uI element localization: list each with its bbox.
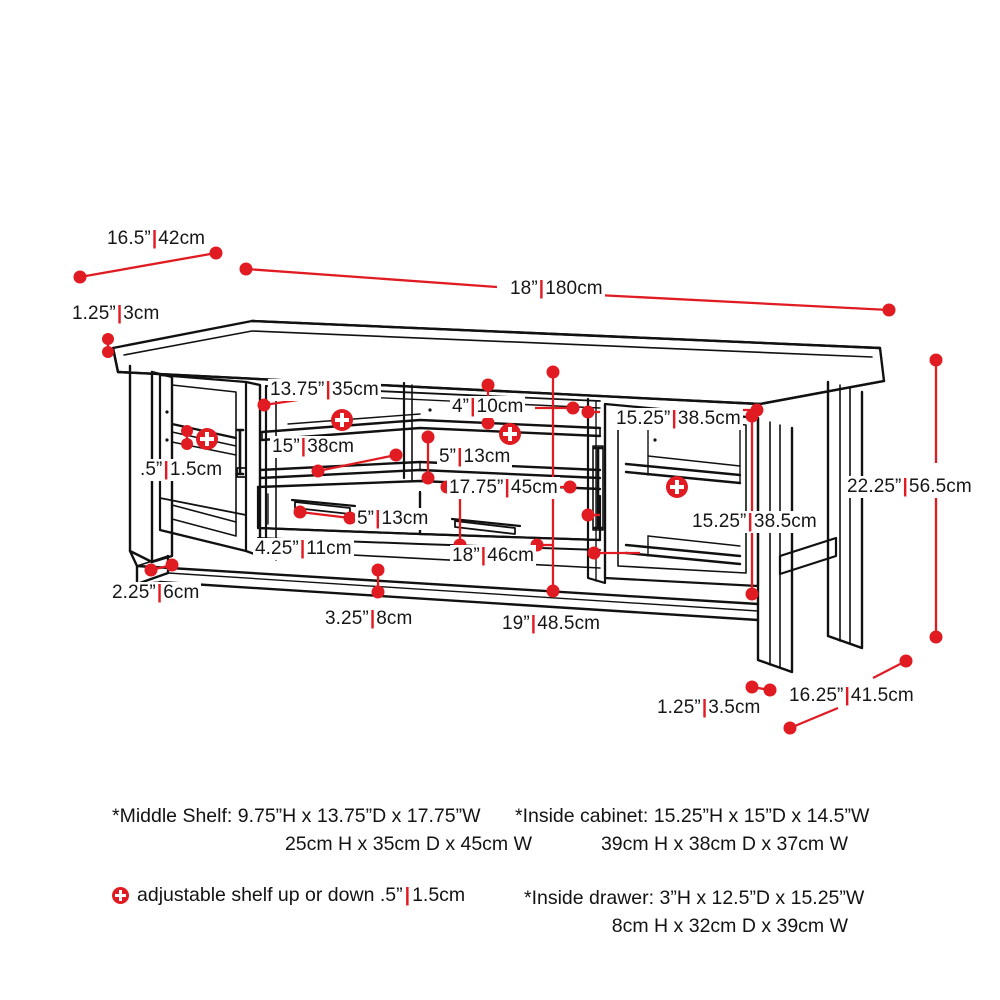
dim-label-foot-thickness: 1.25”|3.5cm — [655, 697, 763, 719]
plus-circle-icon — [112, 887, 129, 904]
footnote-inside-drawer-line1: *Inside drawer: 3”H x 12.5”D x 15.25”W — [524, 887, 865, 909]
dim-label-overall-height: 22.25”|56.5cm — [845, 476, 974, 498]
dim-label-right-cabinet-upper: 15.25”|38.5cm — [614, 408, 743, 430]
plus-circle-icon — [666, 476, 688, 498]
legend-text-before: adjustable shelf up or down .5” — [137, 884, 403, 906]
dim-label-kick-height: 4.25”|11cm — [253, 538, 354, 560]
dim-label-shelf-height-left: 5”|13cm — [437, 446, 513, 468]
leader-depth-br-a — [789, 706, 839, 730]
dim-label-overall-width: 18”|180cm — [508, 278, 605, 300]
dim-label-depth-bottom-right: 16.25”|41.5cm — [787, 685, 916, 707]
footnote-inside-cabinet-line2: 39cm H x 38cm D x 37cm W — [600, 833, 848, 855]
legend-separator: | — [404, 884, 411, 906]
legend-text-after: 1.5cm — [412, 884, 466, 906]
legend-adjustable-shelf: adjustable shelf up or down .5”|1.5cm — [112, 884, 465, 907]
footnote-middle-shelf-line2: 25cm H x 35cm D x 45cm W — [284, 833, 532, 855]
dimension-endpoints — [73, 246, 943, 735]
dim-label-leg-height: 2.25”|6cm — [110, 582, 202, 604]
leader-pull-left — [299, 510, 351, 520]
dim-label-shelf-adjust: .5”|1.5cm — [138, 459, 225, 481]
plus-circle-icon — [196, 428, 218, 450]
leader-depth-top-left — [79, 251, 217, 279]
dim-label-right-cabinet-lower: 15.25”|38.5cm — [690, 511, 819, 533]
dim-label-center-shelf-gap: 4”|10cm — [450, 396, 526, 418]
footnote-inside-drawer-line2: 8cm H x 32cm D x 39cm W — [611, 915, 848, 937]
dim-label-mid-shelf-width: 15”|38cm — [270, 436, 357, 458]
plus-circle-icon — [331, 409, 353, 431]
dim-label-drawer-width: 18”|46cm — [450, 545, 537, 567]
dim-label-depth-top-left: 16.5”|42cm — [105, 228, 208, 250]
dim-label-mid-shelf-depth: 17.75”|45cm — [447, 477, 560, 499]
dim-label-left-shelf-width: 13.75”|35cm — [268, 379, 381, 401]
footnote-middle-shelf-line1: *Middle Shelf: 9.75”H x 13.75”D x 17.75”… — [112, 805, 481, 827]
dim-label-toe-kick: 3.25”|8cm — [323, 608, 415, 630]
plus-circle-icon — [499, 423, 521, 445]
footnote-inside-cabinet-line1: *Inside cabinet: 15.25”H x 15”D x 14.5”W — [515, 805, 870, 827]
dim-label-top-thickness: 1.25”|3cm — [70, 303, 162, 325]
dim-label-drawer-height: 5”|13cm — [355, 508, 431, 530]
leader-shelf-2 — [317, 453, 397, 473]
leader-width-right — [596, 293, 890, 312]
adjustable-shelf-markers — [196, 409, 688, 498]
leader-width-left — [245, 267, 498, 289]
dim-label-cabinet-height: 19”|48.5cm — [500, 613, 603, 635]
